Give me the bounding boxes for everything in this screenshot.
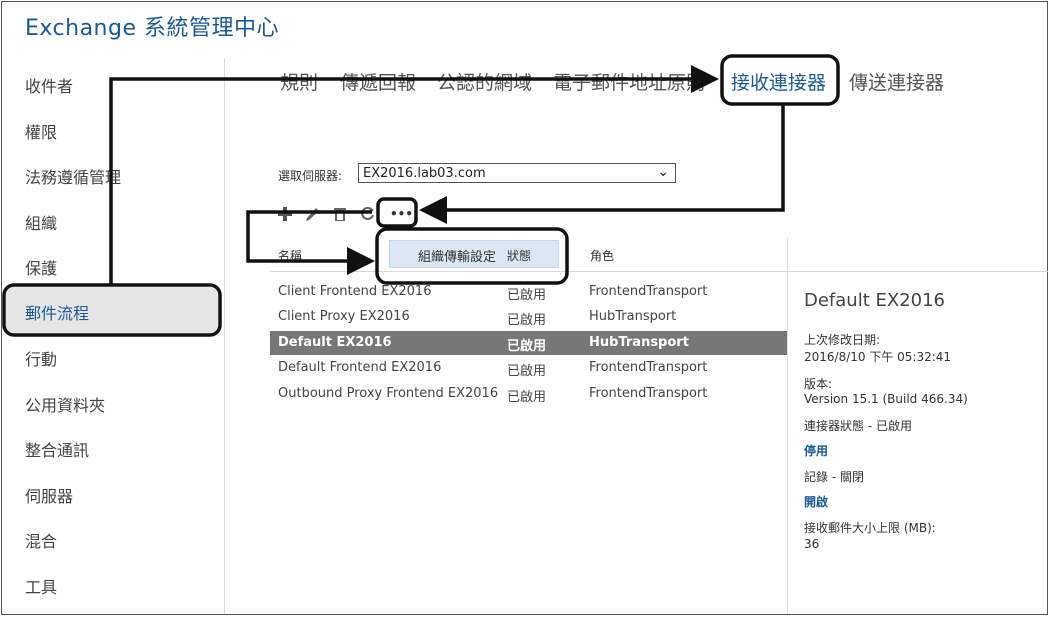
sidebar-item-unified-messaging[interactable]: 整合通訊 [25, 441, 90, 460]
tab-email-address-policies[interactable]: 電子郵件地址原則 [553, 72, 706, 94]
table-row[interactable]: Client Proxy EX2016 已啟用 HubTransport [270, 305, 787, 329]
cell-status: 已啟用 [507, 364, 547, 379]
details-version-value: Version 15.1 (Build 466.34) [804, 392, 968, 406]
more-button[interactable]: ••• [390, 207, 414, 221]
sidebar-item-permissions[interactable]: 權限 [25, 123, 58, 142]
details-title: Default EX2016 [804, 290, 946, 311]
tab-rules[interactable]: 規則 [280, 72, 319, 94]
sidebar-divider [224, 58, 225, 614]
details-divider [787, 238, 788, 614]
column-header-role[interactable]: 角色 [590, 249, 615, 263]
cell-status: 已啟用 [507, 390, 547, 405]
tab-accepted-domains[interactable]: 公認的網域 [437, 72, 533, 94]
table-row[interactable]: Default Frontend EX2016 已啟用 FrontendTran… [270, 356, 787, 380]
chevron-down-icon: ⌄ [657, 164, 669, 180]
details-version-label: 版本: [804, 377, 833, 391]
menu-item-org-transport-settings[interactable]: 組織傳輸設定 [418, 250, 497, 265]
column-header-status[interactable]: 狀態 [507, 249, 532, 263]
details-modified-value: 2016/8/10 下午 05:32:41 [804, 350, 952, 364]
cell-role: HubTransport [589, 309, 677, 324]
pencil-icon[interactable] [306, 206, 320, 221]
refresh-icon[interactable] [361, 206, 375, 221]
cell-name: Outbound Proxy Frontend EX2016 [278, 386, 499, 401]
disable-link[interactable]: 停用 [804, 444, 829, 458]
sidebar-item-servers[interactable]: 伺服器 [25, 487, 74, 506]
cell-name: Default Frontend EX2016 [278, 360, 442, 375]
sidebar-item-mobile[interactable]: 行動 [25, 350, 58, 369]
sidebar-item-organization[interactable]: 組織 [25, 214, 58, 233]
sidebar-item-public-folders[interactable]: 公用資料夾 [25, 396, 106, 415]
sidebar-item-protection[interactable]: 保護 [25, 259, 58, 278]
cell-name: Client Proxy EX2016 [278, 309, 410, 324]
cell-role: FrontendTransport [589, 360, 708, 375]
plus-icon[interactable] [278, 207, 292, 221]
sidebar-item-compliance[interactable]: 法務遵循管理 [25, 168, 122, 187]
table-row-selected[interactable]: Default EX2016 已啟用 HubTransport [270, 331, 787, 355]
tab-send-connectors[interactable]: 傳送連接器 [849, 72, 945, 94]
cell-role: FrontendTransport [589, 386, 708, 401]
details-max-size-value: 36 [804, 537, 820, 551]
cell-status: 已啟用 [507, 288, 547, 303]
server-select[interactable]: EX2016.lab03.com ⌄ [358, 163, 676, 183]
cell-name: Client Frontend EX2016 [278, 284, 432, 299]
cell-status: 已啟用 [507, 313, 547, 328]
table-header-divider [270, 271, 1048, 272]
more-menu: 組織傳輸設定 [389, 240, 559, 268]
trash-icon[interactable] [334, 207, 346, 221]
cell-role: FrontendTransport [589, 284, 708, 299]
app-title: Exchange 系統管理中心 [25, 16, 279, 41]
cell-name: Default EX2016 [278, 335, 392, 350]
server-select-value: EX2016.lab03.com [363, 166, 486, 181]
details-connector-status: 連接器狀態 - 已啟用 [804, 419, 912, 433]
cell-status: 已啟用 [507, 339, 547, 354]
enable-logging-link[interactable]: 開啟 [804, 495, 829, 509]
sidebar-item-mail-flow[interactable]: 郵件流程 [25, 304, 90, 323]
details-max-size-label: 接收郵件大小上限 (MB): [804, 521, 936, 535]
details-modified-label: 上次修改日期: [804, 333, 881, 347]
cell-role: HubTransport [589, 335, 689, 350]
server-picker-label: 選取伺服器: [278, 169, 343, 183]
table-row[interactable]: Client Frontend EX2016 已啟用 FrontendTrans… [270, 280, 787, 304]
tab-receive-connectors[interactable]: 接收連接器 [731, 72, 827, 94]
tab-delivery-reports[interactable]: 傳遞回報 [340, 72, 417, 94]
sidebar-item-hybrid[interactable]: 混合 [25, 532, 58, 551]
sidebar-item-recipients[interactable]: 收件者 [25, 77, 74, 96]
sidebar-item-tools[interactable]: 工具 [25, 578, 58, 597]
details-logging-status: 記錄 - 關閉 [804, 470, 864, 484]
column-header-name[interactable]: 名稱 [278, 249, 303, 263]
table-row[interactable]: Outbound Proxy Frontend EX2016 已啟用 Front… [270, 382, 787, 406]
